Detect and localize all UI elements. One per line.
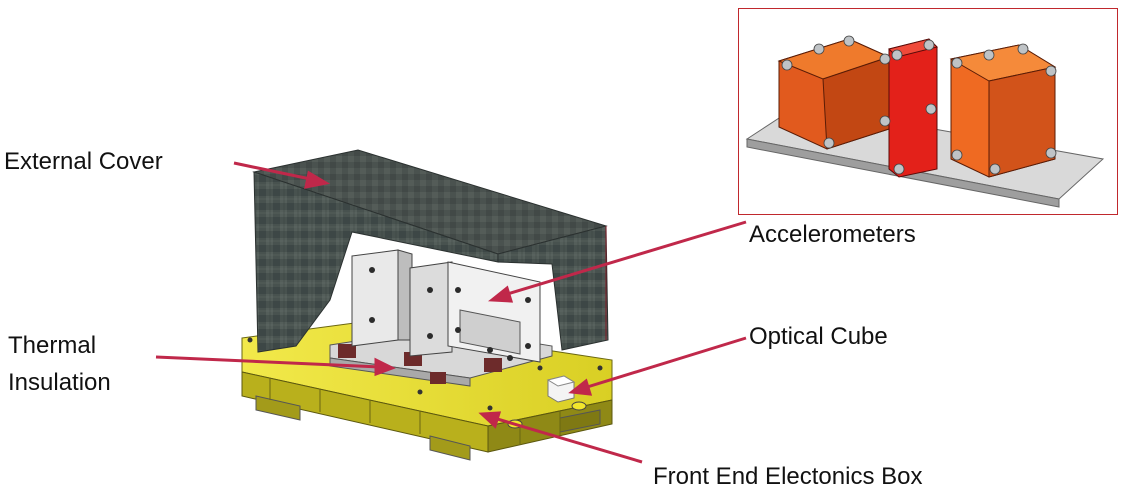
label-thermal-insulation: Thermal Insulation (8, 332, 111, 396)
arrow-thermal-insulation (155, 355, 381, 369)
label-optical-cube: Optical Cube (749, 323, 888, 350)
label-accelerometers: Accelerometers (749, 221, 916, 248)
accelerometer-inset (738, 8, 1118, 215)
external-cover (252, 149, 609, 353)
arrow-feeb (493, 416, 643, 464)
arrow-optical-cube (583, 336, 747, 390)
label-front-end-electronics-box: Front End Electonics Box (653, 463, 923, 490)
accelerometer-inset-icon (745, 35, 1105, 208)
callout-arrows (155, 161, 747, 464)
arrow-accelerometers (503, 220, 747, 297)
optical-cube (546, 375, 576, 403)
label-external-cover: External Cover (4, 148, 163, 175)
arrow-external-cover (233, 161, 316, 182)
